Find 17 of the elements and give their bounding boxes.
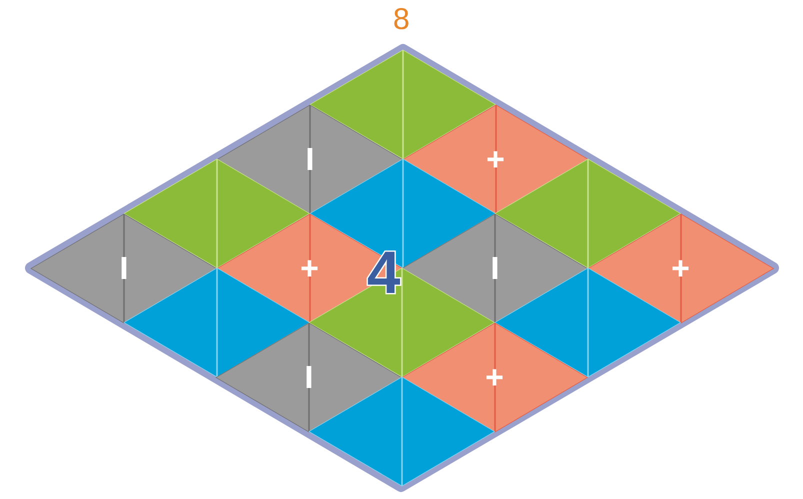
tile-symbol: I: [120, 252, 128, 284]
tile-symbol: I: [490, 252, 500, 284]
tile-symbol: I: [306, 143, 314, 175]
diamond-tile: [402, 322, 587, 432]
diamond-tile: [402, 104, 588, 214]
diamond-tile: [216, 322, 402, 432]
diamond-tile: [31, 214, 216, 322]
tile-symbol: +: [485, 361, 504, 393]
tile-symbol: I: [304, 361, 314, 393]
diamond-tile: [402, 214, 588, 322]
diamond-tile: [588, 214, 773, 322]
tile-symbol: +: [486, 143, 505, 175]
diamond-tile: [217, 104, 402, 214]
tile-symbol: +: [300, 252, 319, 284]
tile-symbol: +: [671, 252, 690, 284]
diamond-tile: [216, 214, 402, 322]
count-label: 8: [393, 4, 410, 36]
